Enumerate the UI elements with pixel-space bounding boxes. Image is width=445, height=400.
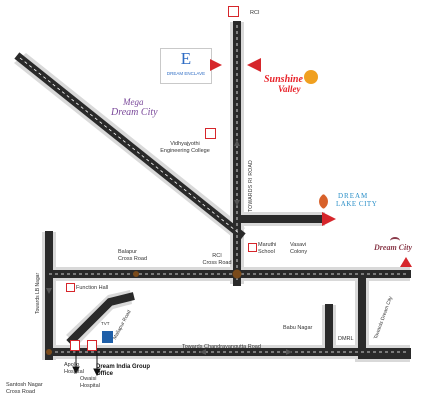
- node-balapur-cross: [133, 271, 139, 277]
- arrow-vertical-down: [234, 200, 240, 206]
- road-dream-city: [358, 270, 411, 359]
- node-rci-cross: [232, 269, 242, 279]
- label-function-hall: Function Hall: [76, 285, 109, 291]
- label-rci-top: RCI: [250, 10, 260, 16]
- label-towards-chandrayangutta: Towards Chandrayangutta Road: [182, 344, 261, 350]
- label-babu-nagar: Babu Nagar: [283, 325, 313, 331]
- dream-enclave-name: DREAM ENCLAVE: [166, 71, 206, 76]
- leaf-icon: [315, 193, 332, 210]
- roads: [14, 21, 411, 360]
- arrow-bottom-right: [286, 349, 292, 355]
- logo-dream-city: Dream City: [372, 237, 420, 259]
- sunshine-valley-line2: Valley: [278, 84, 301, 94]
- dream-lake-city-line1: DREAM: [338, 192, 369, 200]
- logo-sunshine-valley: Sunshine Valley: [264, 70, 324, 100]
- arrow-vertical-up: [234, 140, 240, 146]
- label-vidhyajyothi: Vidhyajyothi Engineering College: [160, 141, 210, 154]
- pointer-dream-city: [400, 257, 412, 267]
- label-santosh-nagar: Santosh Nagar Cross Road: [6, 382, 43, 395]
- sunshine-valley-line1: Sunshine: [264, 74, 303, 85]
- label-owaisi-hospital: Owaisi Hospital: [80, 376, 100, 389]
- direction-arrows: [46, 140, 292, 355]
- marker-maruthi-school: [248, 243, 257, 252]
- marker-rci-top: [228, 6, 239, 17]
- label-balapur-cross: Balapur Cross Road: [118, 249, 148, 262]
- label-vasavi-colony: Vasavi Colony: [290, 242, 308, 255]
- label-apollo-hospital: Apollo Hospital: [64, 362, 84, 375]
- arrow-bottom-left: [200, 349, 206, 355]
- pointer-sunshine-valley: [247, 58, 261, 72]
- marker-function-hall: [66, 283, 75, 292]
- arrow-west-down: [46, 288, 52, 294]
- mega-dream-city-line2: Dream City: [111, 107, 158, 118]
- mega-dream-city-line1: Mega: [123, 97, 144, 107]
- marker-vidhyajyothi: [205, 128, 216, 139]
- label-tvt: TVT: [101, 321, 110, 326]
- dream-city-emblem-icon: [390, 237, 400, 245]
- dream-city-name: Dream City: [374, 243, 412, 252]
- pointer-lines: [72, 350, 101, 377]
- label-maruthi-school: Maruthi School: [258, 242, 277, 255]
- road-dream-city-casing: [355, 281, 410, 362]
- sunshine-sun-icon: [304, 70, 318, 84]
- marker-owaisi-hospital: [87, 340, 97, 351]
- marker-apollo-hospital: [70, 340, 80, 351]
- pointer-dream-enclave: [210, 59, 222, 71]
- label-towards-lb-nagar: Towards LB Nagar: [35, 272, 41, 314]
- label-dream-india-office: Dream India Group Office: [96, 364, 151, 378]
- dream-lake-city-line2: LAKE CITY: [336, 200, 378, 208]
- dream-enclave-letter: E: [180, 49, 192, 68]
- marker-dream-india-office: [102, 331, 113, 343]
- label-rci-cross: RCI Cross Road: [202, 253, 232, 266]
- label-towards-ri-road: TOWARDS RI ROAD: [248, 159, 254, 212]
- pointer-dream-lake-city: [322, 212, 336, 226]
- logo-dream-lake-city: DREAM LAKE CITY: [315, 192, 384, 216]
- label-dmrl: DMRL: [338, 336, 354, 342]
- node-santosh-nagar: [46, 349, 52, 355]
- logo-mega-dream-city: Mega Dream City: [105, 97, 167, 127]
- logo-dream-enclave: E DREAM ENCLAVE: [160, 48, 212, 84]
- junction-nodes: [46, 269, 242, 355]
- road-mallapur: [66, 292, 135, 346]
- road-center-lines: [19, 25, 407, 353]
